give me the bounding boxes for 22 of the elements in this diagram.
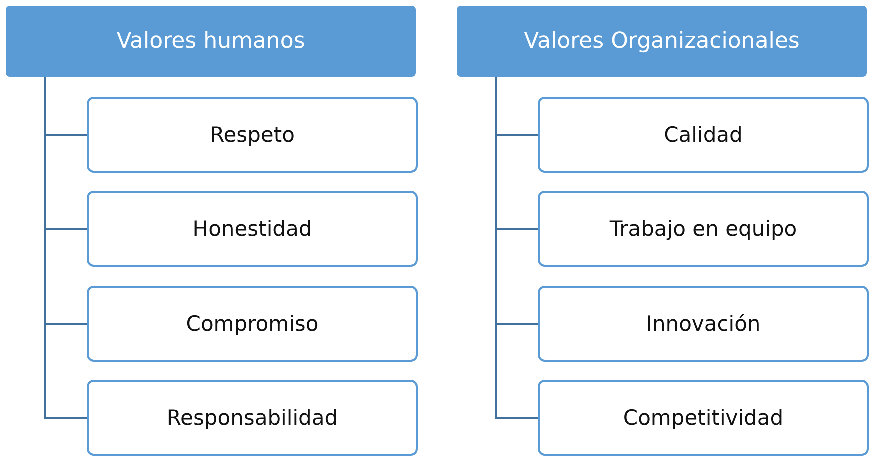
value-label: Innovación	[646, 312, 761, 336]
value-box	[87, 286, 418, 362]
value-label: Respeto	[210, 123, 295, 147]
value-box	[538, 286, 869, 362]
header-title: Valores Organizacionales	[524, 29, 800, 54]
connector-line	[495, 77, 538, 419]
header-box	[6, 6, 416, 77]
value-box	[87, 97, 418, 173]
value-label: Competitividad	[623, 406, 784, 430]
value-box	[87, 380, 418, 456]
value-label: Responsabilidad	[166, 406, 338, 430]
header-title: Valores humanos	[116, 29, 306, 54]
value-label: Honestidad	[192, 217, 312, 241]
value-label: Trabajo en equipo	[610, 217, 798, 241]
value-box	[538, 191, 869, 267]
value-box	[87, 191, 418, 267]
connector-line	[44, 77, 87, 419]
header-box	[457, 6, 867, 77]
value-box	[538, 380, 869, 456]
value-box	[538, 97, 869, 173]
value-label: Compromiso	[186, 312, 319, 336]
value-label: Calidad	[664, 123, 743, 147]
